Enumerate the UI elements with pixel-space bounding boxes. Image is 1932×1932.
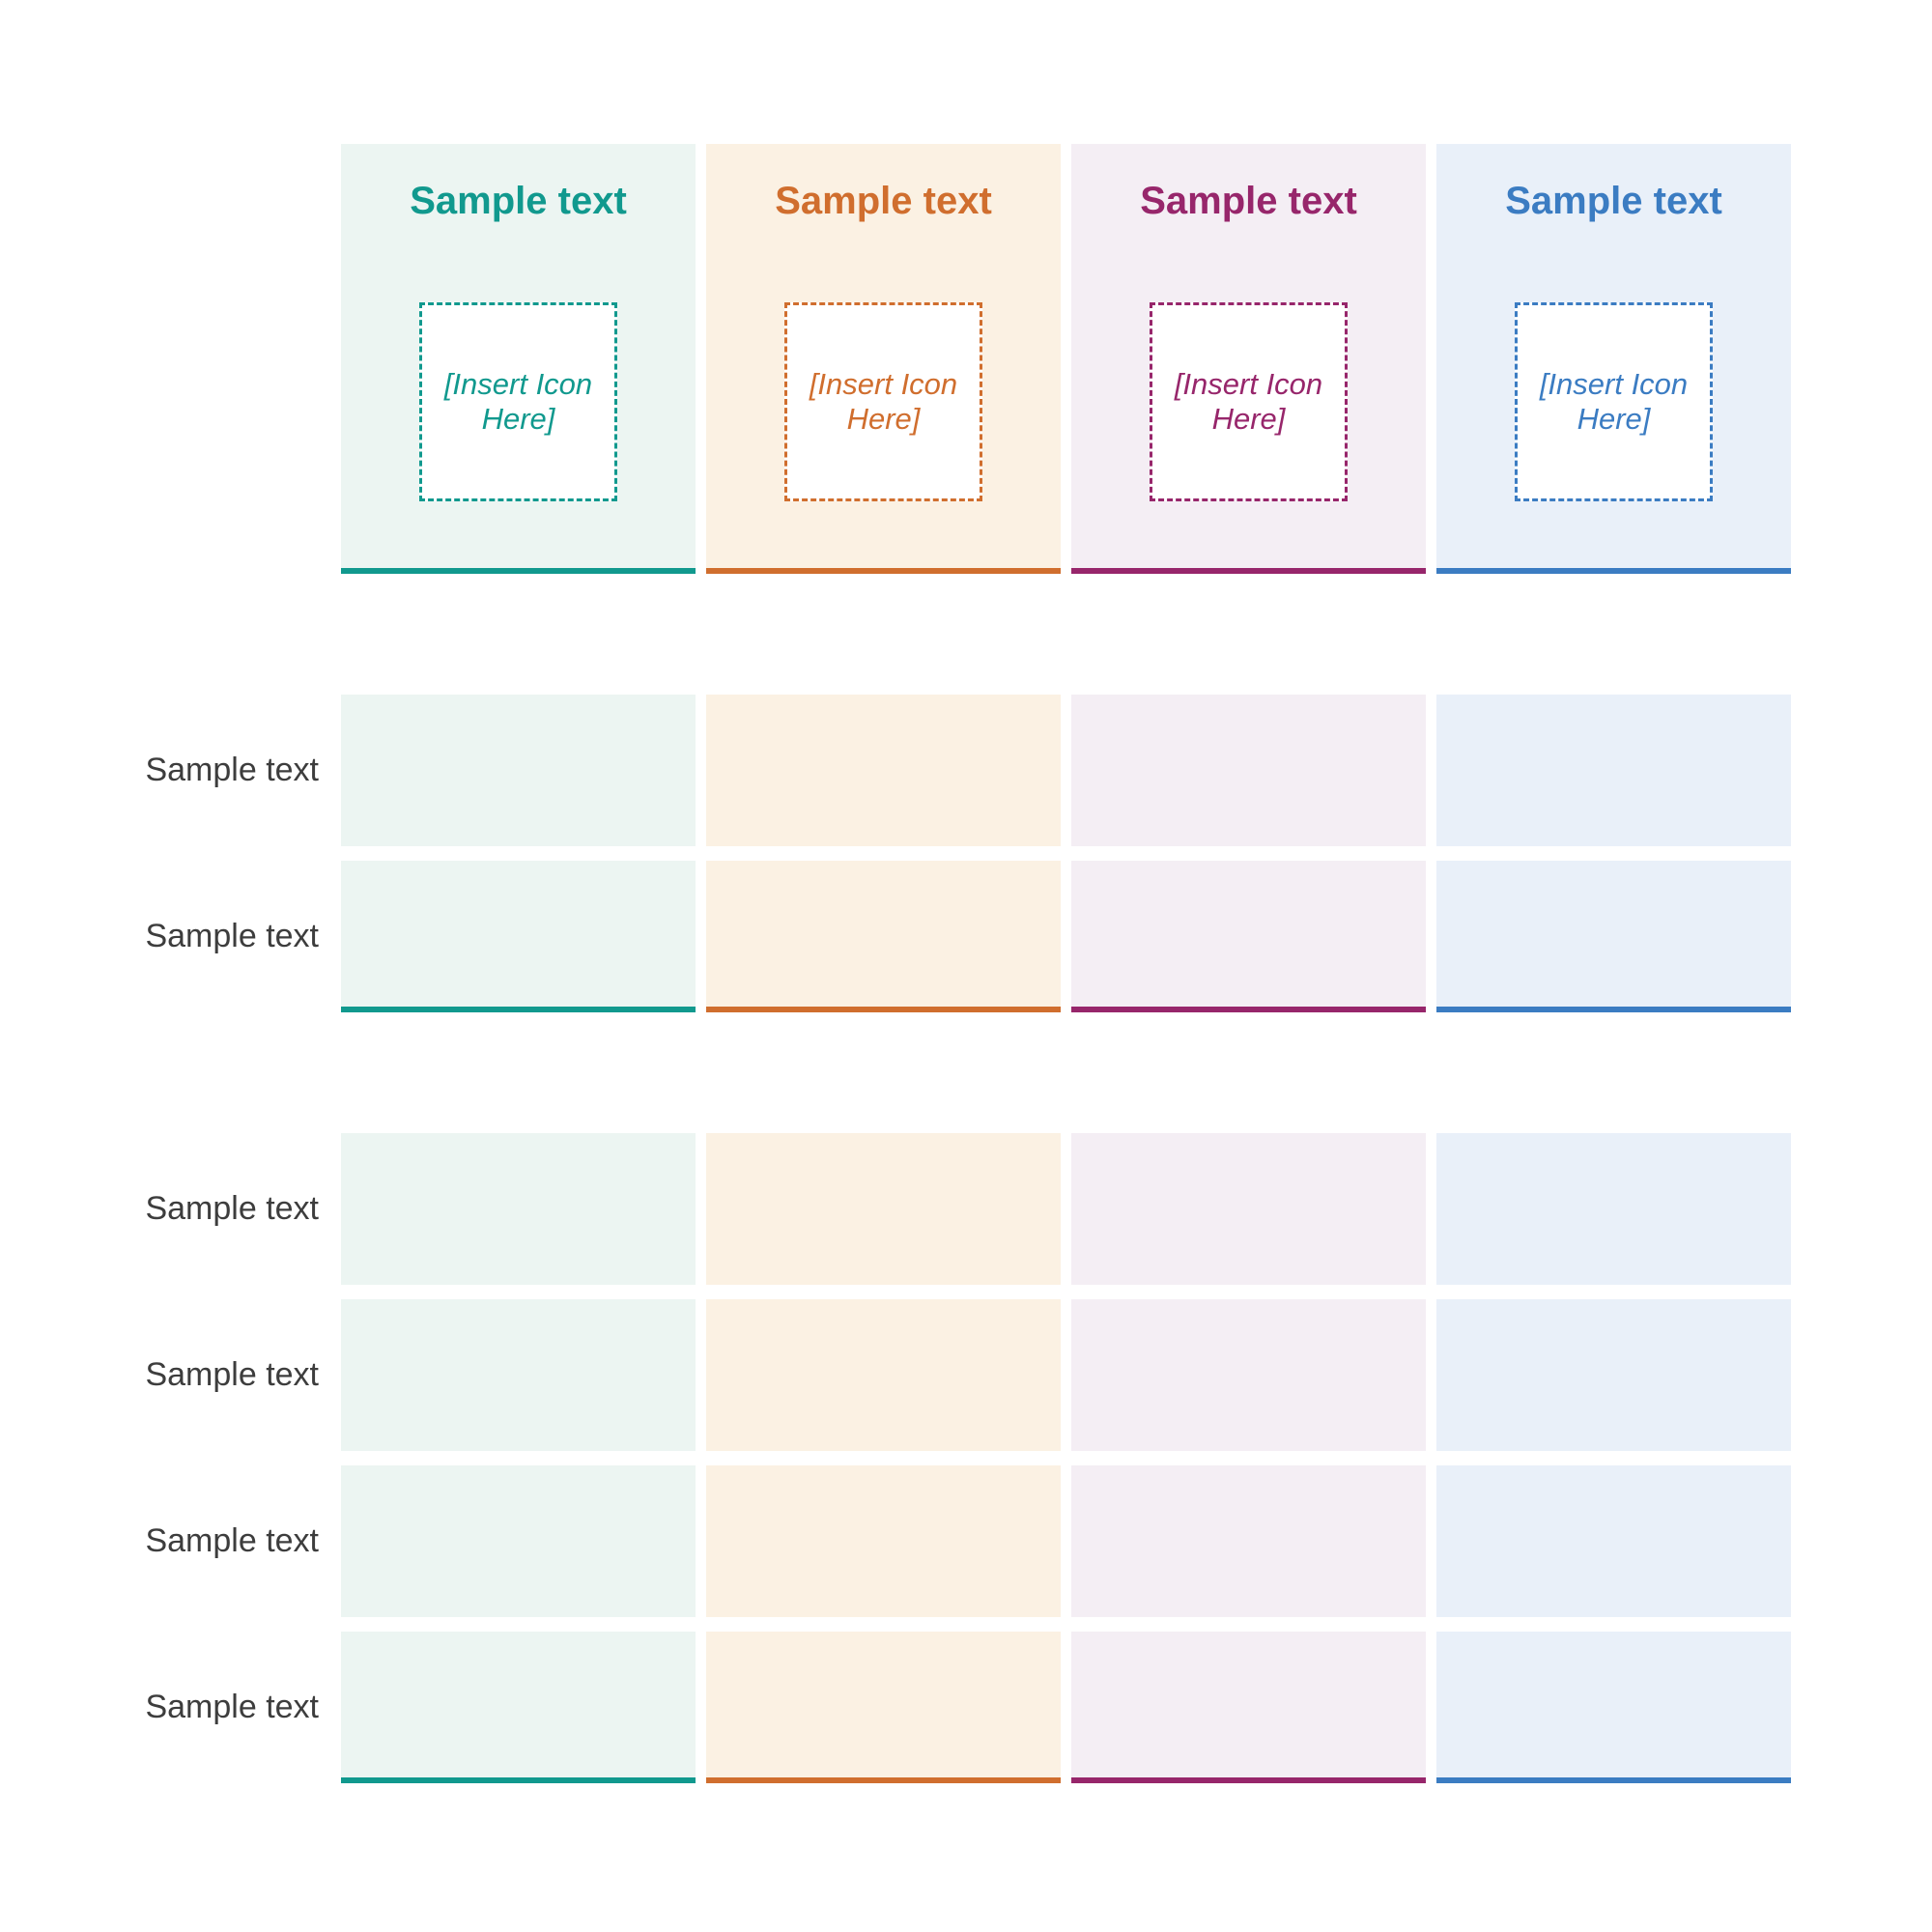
table-cell xyxy=(1071,1299,1426,1451)
comparison-section-1: Sample text Sample text xyxy=(0,695,1791,1012)
table-cell xyxy=(1436,1133,1791,1285)
row-label: Sample text xyxy=(145,1356,319,1393)
table-cell xyxy=(706,695,1061,846)
table-cell xyxy=(1071,1632,1426,1783)
icon-placeholder-box[interactable]: [Insert Icon Here] xyxy=(419,302,617,501)
table-cell xyxy=(1436,1465,1791,1617)
icon-placeholder-box[interactable]: [Insert Icon Here] xyxy=(784,302,982,501)
table-cell xyxy=(706,1133,1061,1285)
icon-placeholder-box[interactable]: [Insert Icon Here] xyxy=(1515,302,1713,501)
icon-placeholder-label: [Insert Icon Here] xyxy=(1539,367,1689,436)
table-cell xyxy=(341,1299,696,1451)
table-cell xyxy=(341,1632,696,1783)
table-cell xyxy=(341,1133,696,1285)
table-cell xyxy=(341,861,696,1012)
table-cell xyxy=(706,861,1061,1012)
icon-placeholder-label: [Insert Icon Here] xyxy=(1174,367,1323,436)
table-cell xyxy=(1071,861,1426,1012)
row-label: Sample text xyxy=(145,1689,319,1725)
row-label: Sample text xyxy=(145,752,319,788)
table-row: Sample text xyxy=(0,1299,1791,1451)
row-label: Sample text xyxy=(145,1522,319,1559)
column-header-card: Sample text [Insert Icon Here] xyxy=(1436,144,1791,574)
comparison-section-2: Sample text Sample text Sample text Samp… xyxy=(0,1133,1791,1783)
table-cell xyxy=(1436,861,1791,1012)
column-title: Sample text xyxy=(410,180,627,222)
column-header-card: Sample text [Insert Icon Here] xyxy=(341,144,696,574)
table-cell xyxy=(341,695,696,846)
column-header-card: Sample text [Insert Icon Here] xyxy=(1071,144,1426,574)
column-header-card: Sample text [Insert Icon Here] xyxy=(706,144,1061,574)
table-cell xyxy=(1071,1133,1426,1285)
table-cell xyxy=(706,1632,1061,1783)
table-row: Sample text xyxy=(0,1133,1791,1285)
table-cell xyxy=(1436,1299,1791,1451)
table-row: Sample text xyxy=(0,695,1791,846)
table-cell xyxy=(706,1299,1061,1451)
column-title: Sample text xyxy=(1505,180,1722,222)
column-title: Sample text xyxy=(1140,180,1357,222)
icon-placeholder-label: [Insert Icon Here] xyxy=(443,367,593,436)
table-cell xyxy=(1071,1465,1426,1617)
table-row: Sample text xyxy=(0,861,1791,1012)
icon-placeholder-box[interactable]: [Insert Icon Here] xyxy=(1150,302,1348,501)
table-cell xyxy=(1436,695,1791,846)
header-row: Sample text [Insert Icon Here] Sample te… xyxy=(341,144,1791,574)
table-cell xyxy=(706,1465,1061,1617)
row-label: Sample text xyxy=(145,918,319,954)
row-label: Sample text xyxy=(145,1190,319,1227)
column-title: Sample text xyxy=(775,180,992,222)
table-cell xyxy=(341,1465,696,1617)
table-cell xyxy=(1436,1632,1791,1783)
table-cell xyxy=(1071,695,1426,846)
icon-placeholder-label: [Insert Icon Here] xyxy=(809,367,958,436)
table-row: Sample text xyxy=(0,1465,1791,1617)
table-row: Sample text xyxy=(0,1632,1791,1783)
